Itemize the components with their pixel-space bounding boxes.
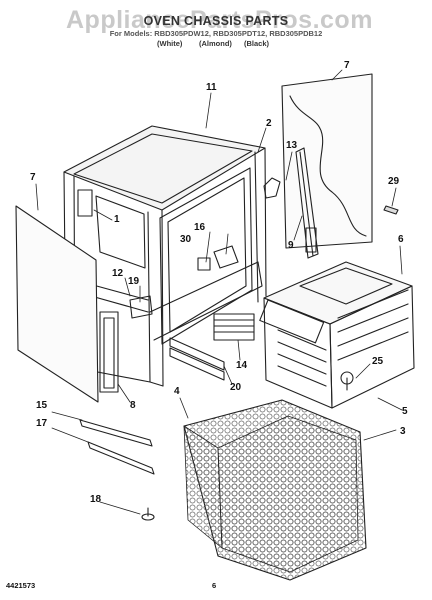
color-black-label: (Black) [244,39,270,48]
callout-14: 14 [236,360,248,371]
callout-9: 9 [288,240,294,251]
callout-7-side: 7 [30,172,36,183]
model-line: For Models: RBD305PDW12, RBD305PDT12, RB… [109,29,323,38]
callout-11: 11 [206,82,217,93]
callout-18: 18 [90,494,102,505]
clip-part [263,177,281,199]
callout-1: 1 [114,214,120,225]
callout-5: 5 [402,406,408,417]
callout-13: 13 [286,140,298,151]
callout-7-rear: 7 [344,60,350,71]
diagram-title: OVEN CHASSIS PARTS [143,14,289,28]
callout-17: 17 [36,418,48,429]
callout-30: 30 [180,234,192,245]
callout-15: 15 [36,400,48,411]
document-number: 4421573 [6,581,36,590]
callout-4: 4 [174,386,180,397]
callout-3: 3 [400,426,406,437]
callout-19: 19 [128,276,140,287]
color-white-label: (White) [157,39,183,48]
oven-liner [259,261,415,409]
left-side-panel [15,205,99,403]
insulation-blanket [183,399,367,581]
callout-16: 16 [194,222,206,233]
callout-12: 12 [112,268,124,279]
leader-lines [35,69,403,515]
rear-panel [281,73,373,249]
leveling-leg [141,507,155,521]
screw-part [383,205,399,215]
callout-29: 29 [388,176,400,187]
callout-6: 6 [398,234,404,245]
vertical-bracket [295,147,319,259]
color-almond-label: (Almond) [199,39,232,48]
left-bracket [79,419,153,447]
callout-2: 2 [266,118,272,129]
watermark-logo: AppliancePartsPros.com [66,6,373,34]
page-number: 6 [212,581,217,590]
callout-25: 25 [372,356,384,367]
callout-20: 20 [230,382,242,393]
lower-bracket [87,441,155,475]
callout-8: 8 [130,400,136,411]
